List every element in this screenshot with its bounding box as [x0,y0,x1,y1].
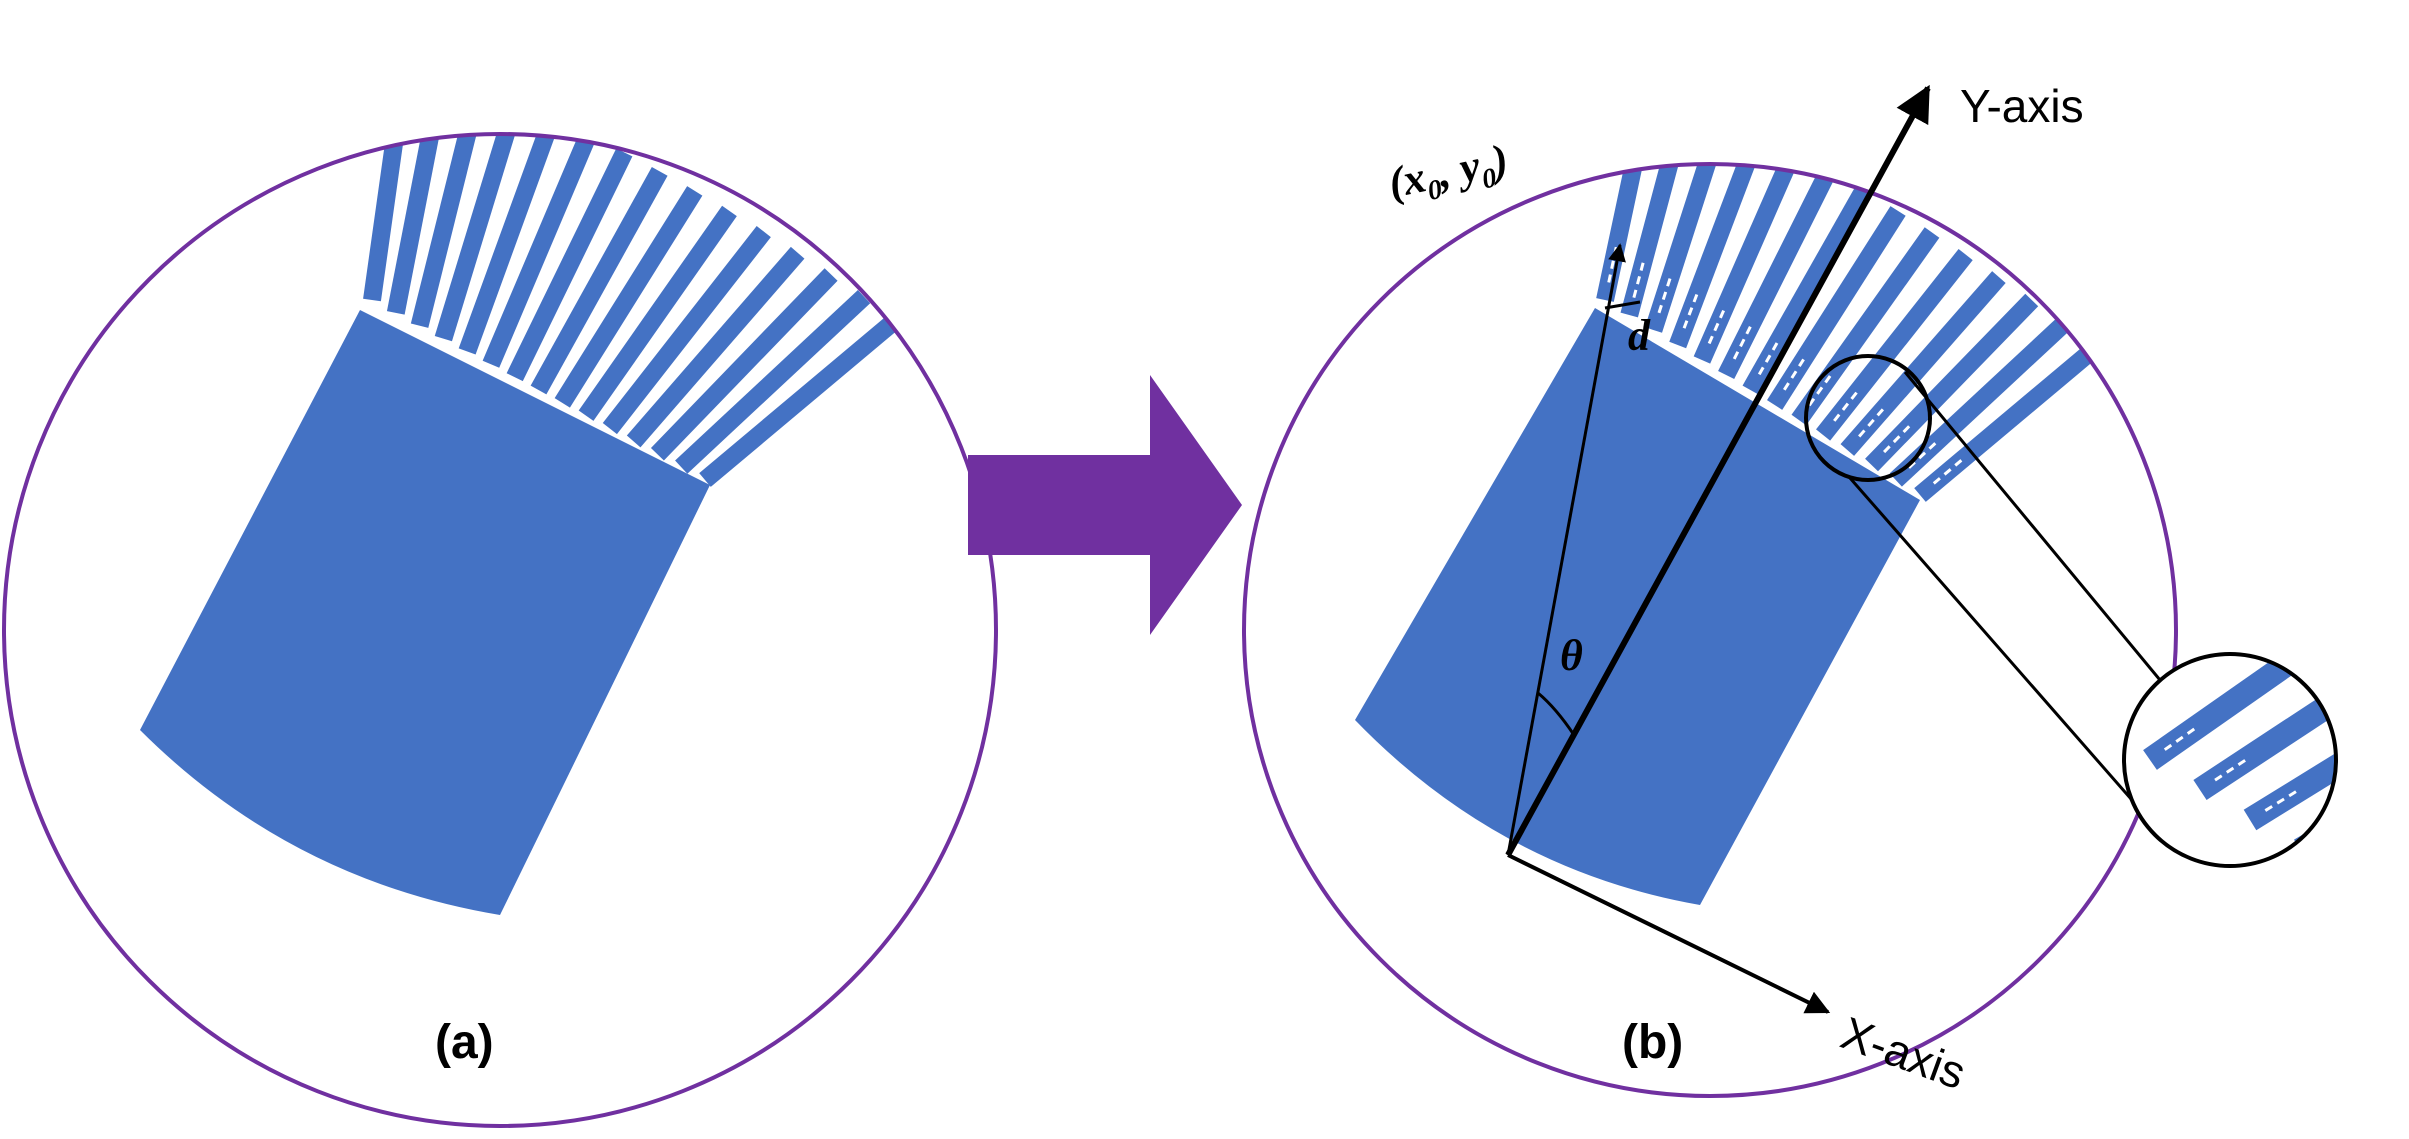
finger-dash [2214,756,2250,782]
finger-strip [1767,206,1906,410]
zoom-source-circle [1804,354,1932,482]
finger-dash [1783,355,1808,391]
finger-strip [1669,164,1768,349]
reference-line [1506,243,1626,856]
finger-dash [1808,371,1834,407]
panel-a: (a) [2,132,998,1128]
blue-body-a [140,310,710,915]
outline-circle-b [1242,162,2178,1098]
finger-dash [2314,819,2336,843]
finger-strip [1693,164,1803,364]
distance-tick [1604,300,1641,310]
finger-strips-b [1596,164,2102,502]
finger-dash [1632,258,1646,298]
theta-arc [1537,691,1576,736]
finger-dash [1883,422,1914,454]
finger-dash [1932,456,1966,485]
finger-strip [482,134,597,368]
blue-body-b [1355,308,1920,905]
finger-strip [675,290,871,474]
finger-strip [363,134,416,302]
point-label: (x0, y0) [1384,135,1514,215]
finger-dash [1732,322,1754,360]
panel-label-b: (b) [1622,1016,1683,1069]
finger-strip [1596,164,1662,302]
finger-strip [699,312,903,487]
finger-strip [578,205,737,421]
distance-label: d [1628,311,1651,360]
finger-dash [1858,405,1887,438]
x-axis-line [1507,853,1831,1014]
x-axis-label: X-axis [1835,1007,1973,1100]
finger-strips-a [363,134,903,487]
finger-strip [410,134,489,328]
finger-dash [1833,388,1861,422]
finger-strip [650,268,838,461]
finger-strip [1742,185,1872,395]
zoom-connector-top [1903,371,2162,681]
panel-label-a: (a) [435,1016,494,1069]
finger-dash [1682,290,1700,329]
finger-strip [434,134,526,342]
finger-strip [2143,654,2321,770]
finger-strip [554,186,703,408]
outline-circle-a [2,132,998,1128]
finger-dash [2163,725,2199,751]
y-axis-label: Y-axis [1960,80,2084,132]
finger-strip [626,246,805,448]
finger-strip [506,148,633,382]
finger-dash [1707,306,1727,345]
finger-dash [1757,338,1781,376]
finger-strip [1620,164,1698,318]
finger-strip [1718,165,1838,380]
transition-arrow [968,375,1242,635]
finger-strip [386,134,453,315]
y-axis-line [1505,84,1931,857]
theta-label: θ [1560,631,1583,680]
finger-dash [2264,788,2301,812]
finger-dash [1907,439,1940,469]
finger-strip [530,166,668,395]
finger-dash [1657,274,1673,314]
finger-strip [458,134,562,355]
finger-strip [602,226,771,435]
zoom-inset [2122,652,2338,868]
zoom-connector-bottom [1848,477,2162,833]
panel-b: (x0, y0) d θ Y-axis X-axis (b) [1242,80,2338,1100]
